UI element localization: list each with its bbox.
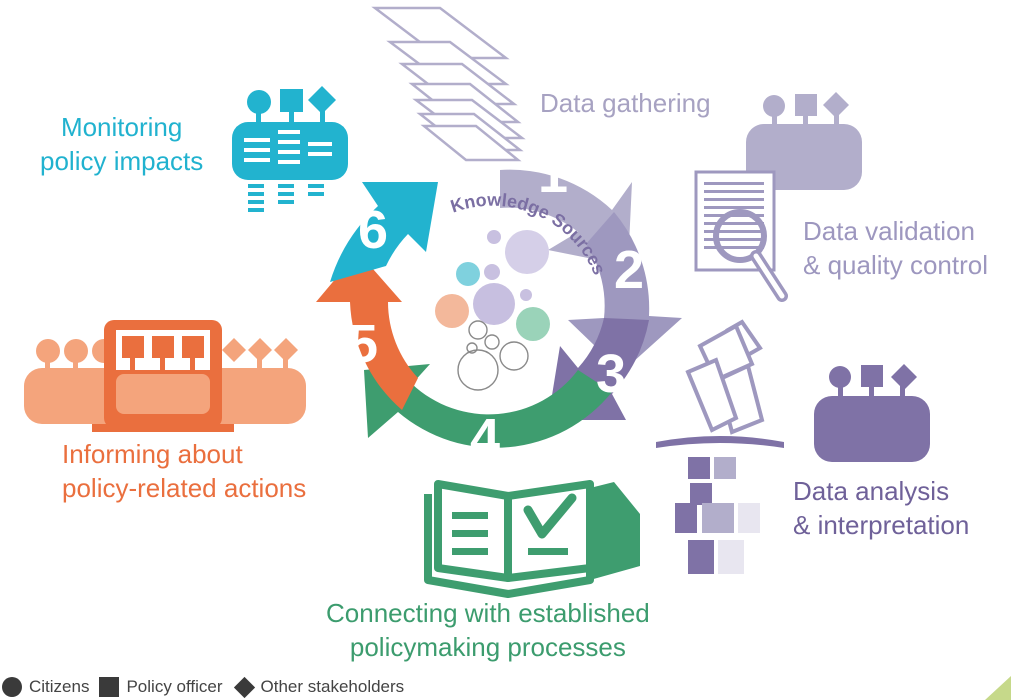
bubble	[484, 264, 500, 280]
microscope-icon	[685, 319, 765, 435]
bubble	[457, 349, 499, 391]
legend-label: Citizens	[29, 677, 90, 696]
segment-6	[330, 182, 438, 282]
circle-icon	[2, 677, 22, 697]
check-underline	[528, 548, 568, 555]
step-number-3: 3	[596, 344, 626, 404]
step-3-label: Data analysis & interpretation	[793, 476, 970, 540]
legend-item-policy-officer: Policy officer	[99, 677, 223, 697]
step-number-1: 1	[538, 144, 568, 204]
monitoring-icon	[232, 86, 348, 212]
segment-4	[364, 364, 612, 448]
check-icon	[523, 493, 577, 539]
bubble	[435, 294, 469, 328]
step-4-label: Connecting with established policymaking…	[326, 598, 650, 662]
step-1-label: Data gathering	[540, 88, 711, 118]
bubble	[468, 320, 488, 340]
legend-label: Other stakeholders	[260, 677, 405, 696]
legend-item-other-stakeholders: Other stakeholders	[233, 676, 405, 698]
corner-decoration	[985, 676, 1011, 700]
step-2-label: Data validation & quality control	[803, 216, 988, 280]
bubble	[473, 283, 515, 325]
cycle-ring	[316, 169, 682, 448]
book-lines	[452, 512, 488, 555]
bubble	[484, 334, 500, 350]
bubble	[516, 307, 550, 341]
bubble	[499, 341, 529, 371]
data-sheets-icon	[371, 6, 526, 162]
knowledge-sources-bubbles	[435, 230, 550, 391]
step-5-label: Informing about policy-related actions	[62, 439, 307, 503]
step-number-6: 6	[358, 200, 388, 260]
bubble	[520, 289, 532, 301]
legend-item-citizens: Citizens	[2, 677, 89, 697]
bubble	[505, 230, 549, 274]
document-magnifier-icon	[694, 170, 788, 302]
segment-5	[316, 252, 418, 410]
diamond-icon	[233, 676, 255, 698]
analysis-group-icon	[814, 364, 930, 462]
square-icon	[99, 677, 120, 697]
microscope-base	[656, 436, 784, 448]
informing-group-icon	[24, 320, 306, 432]
legend: Citizens Policy officer Other stakeholde…	[2, 676, 414, 698]
step-number-2: 2	[614, 240, 644, 300]
data-blocks-icon	[675, 457, 760, 574]
step-number-5: 5	[348, 314, 378, 374]
step-number-4: 4	[470, 408, 500, 468]
segment-2	[568, 212, 682, 372]
bubble	[456, 262, 480, 286]
step-6-label: Monitoring policy impacts	[40, 112, 204, 176]
bubble	[487, 230, 501, 244]
book-page-flap	[590, 482, 640, 580]
legend-label: Policy officer	[126, 677, 223, 696]
bubble	[466, 342, 478, 354]
